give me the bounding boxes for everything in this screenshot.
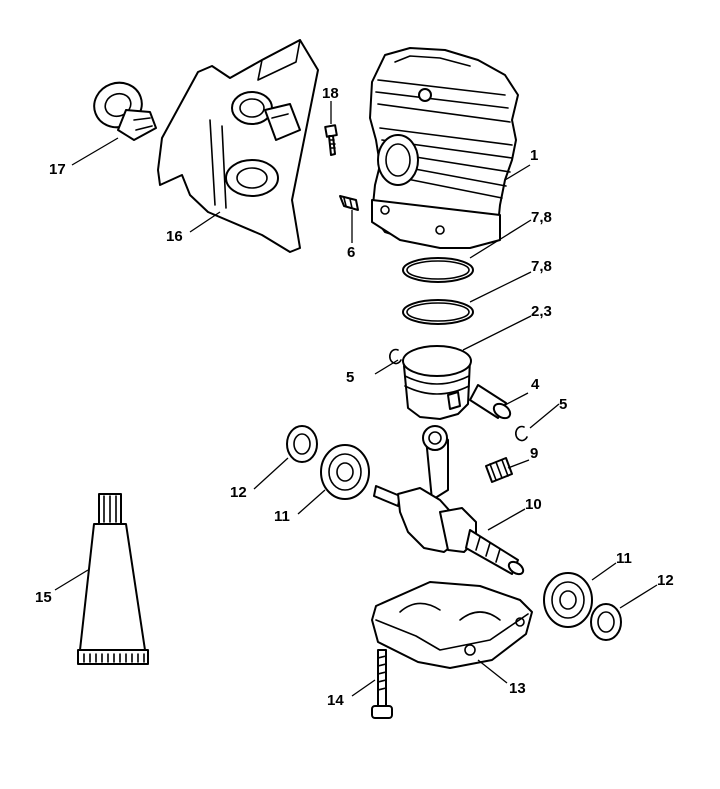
part-grommet bbox=[93, 81, 157, 141]
part-circlip-left bbox=[389, 348, 402, 365]
part-screw-long bbox=[371, 649, 393, 719]
part-circlip-right bbox=[515, 425, 528, 442]
leader-lines bbox=[54, 101, 658, 697]
callout-16: 16 bbox=[166, 228, 183, 245]
part-piston-ring-lower bbox=[402, 299, 474, 325]
part-shroud bbox=[157, 39, 319, 253]
part-oil-seal-left bbox=[286, 425, 318, 463]
callout-6: 6 bbox=[347, 244, 355, 261]
callout-18: 18 bbox=[322, 85, 339, 102]
callout-13: 13 bbox=[509, 680, 526, 697]
part-screw-small bbox=[324, 124, 338, 156]
part-crankcase bbox=[371, 581, 533, 669]
callout-5-left: 5 bbox=[346, 369, 354, 386]
part-ball-bearing-left bbox=[320, 444, 370, 500]
part-crankshaft bbox=[373, 425, 525, 576]
callout-10: 10 bbox=[525, 496, 542, 513]
callout-1: 1 bbox=[530, 147, 538, 164]
callout-labels: 1 7,8 7,8 2,3 5 4 5 9 10 11 12 11 12 13 … bbox=[35, 85, 674, 709]
callout-4: 4 bbox=[531, 376, 540, 393]
part-valve bbox=[339, 195, 359, 211]
callout-11-left: 11 bbox=[274, 508, 290, 525]
part-tube bbox=[77, 493, 149, 665]
callout-2-3: 2,3 bbox=[531, 303, 552, 320]
callout-14: 14 bbox=[327, 692, 344, 709]
callout-17: 17 bbox=[49, 161, 66, 178]
part-cylinder bbox=[369, 47, 519, 249]
part-ball-bearing-right bbox=[543, 572, 593, 628]
part-piston-pin bbox=[469, 384, 512, 420]
callout-15: 15 bbox=[35, 589, 52, 606]
callout-12-left: 12 bbox=[230, 484, 247, 501]
callout-9: 9 bbox=[530, 445, 538, 462]
part-needle-cage bbox=[485, 457, 513, 483]
part-piston-ring-upper bbox=[402, 257, 474, 283]
callout-7-8-lower: 7,8 bbox=[531, 258, 552, 275]
callout-12-right: 12 bbox=[657, 572, 674, 589]
callout-11-right: 11 bbox=[616, 550, 632, 567]
callout-5-right: 5 bbox=[559, 396, 567, 413]
callout-7-8-upper: 7,8 bbox=[531, 209, 552, 226]
part-oil-seal-right bbox=[590, 603, 622, 641]
part-piston bbox=[402, 345, 472, 420]
